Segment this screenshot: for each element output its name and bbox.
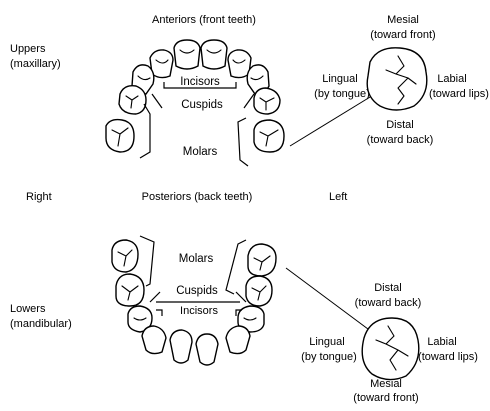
upper-side-sublabel: (maxillary) xyxy=(10,58,61,70)
lower-molar-bracket-right xyxy=(226,240,246,294)
upper-molar-bracket-right xyxy=(238,118,248,166)
upper-molar-left-1 xyxy=(119,86,146,114)
lower-detail-top-sublabel: (toward back) xyxy=(355,297,422,309)
lower-incisor-1 xyxy=(170,330,192,363)
upper-molar-right-1 xyxy=(254,88,280,114)
right-side-label: Right xyxy=(26,191,52,203)
upper-incisor-1 xyxy=(174,40,200,69)
lower-molar-left-1 xyxy=(112,240,138,272)
upper-detail-left-sublabel: (by tongue) xyxy=(314,88,370,100)
lower-molar-right-1 xyxy=(248,244,276,276)
upper-detail-left-label: Lingual xyxy=(322,73,357,85)
lower-incisors-label: Incisors xyxy=(180,305,218,317)
lower-detail-left-sublabel: (by tongue) xyxy=(301,351,357,363)
upper-detail-bottom-label: Distal xyxy=(386,119,414,131)
upper-incisors-label: Incisors xyxy=(180,76,220,88)
upper-cuspid-line-right xyxy=(244,94,254,108)
lower-cuspids-label: Cuspids xyxy=(176,285,218,297)
lower-detail-bottom-label: Mesial xyxy=(370,378,402,390)
upper-detail-right-label: Labial xyxy=(437,73,466,85)
lower-detail-right-sublabel: (toward lips) xyxy=(418,351,478,363)
upper-anteriors-title: Anteriors (front teeth) xyxy=(152,14,256,26)
upper-cuspids-label: Cuspids xyxy=(181,99,223,111)
upper-side-label: Uppers xyxy=(10,43,46,55)
upper-arch: Anteriors (front teeth) Uppers (maxillar… xyxy=(10,14,284,166)
upper-molar-right-2 xyxy=(254,120,284,152)
lower-incisor-2 xyxy=(196,334,218,365)
upper-detail-bottom-sublabel: (toward back) xyxy=(367,134,434,146)
lower-detail-top-label: Distal xyxy=(374,282,402,294)
lower-cuspid-line-left xyxy=(150,292,160,302)
left-side-label: Left xyxy=(329,191,347,203)
lower-cuspid-line-right xyxy=(236,292,246,302)
posteriors-label: Posteriors (back teeth) xyxy=(142,191,253,203)
upper-detail-tooth: Mesial (toward front) Lingual (by tongue… xyxy=(290,14,489,146)
lower-molars-label: Molars xyxy=(179,253,214,265)
lower-detail-bottom-sublabel: (toward front) xyxy=(353,392,418,404)
lower-molar-right-2 xyxy=(246,276,272,306)
lower-detail-tooth: Distal (toward back) Lingual (by tongue)… xyxy=(286,268,478,404)
lower-arch: Molars Cuspids Incisors Lowers (mandibul… xyxy=(10,236,276,365)
lower-cuspid-left xyxy=(142,326,166,354)
upper-detail-right-sublabel: (toward lips) xyxy=(429,88,489,100)
upper-detail-top-sublabel: (toward front) xyxy=(370,29,435,41)
lower-side-label: Lowers xyxy=(10,303,46,315)
lower-cuspid-right xyxy=(226,326,250,354)
lower-molar-bracket-left xyxy=(140,236,154,286)
upper-molar-left-2 xyxy=(106,120,134,152)
lower-detail-left-label: Lingual xyxy=(309,336,344,348)
lower-side-sublabel: (mandibular) xyxy=(10,318,72,330)
lower-detail-right-label: Labial xyxy=(427,336,456,348)
upper-detail-top-label: Mesial xyxy=(387,14,419,26)
upper-leader-line xyxy=(290,94,375,146)
upper-molars-label: Molars xyxy=(183,146,218,158)
upper-cuspid-line-left xyxy=(152,94,162,108)
upper-incisor-2 xyxy=(201,40,227,69)
lower-molar-left-2 xyxy=(116,274,144,306)
lower-incisor-bracket-left xyxy=(156,310,162,316)
